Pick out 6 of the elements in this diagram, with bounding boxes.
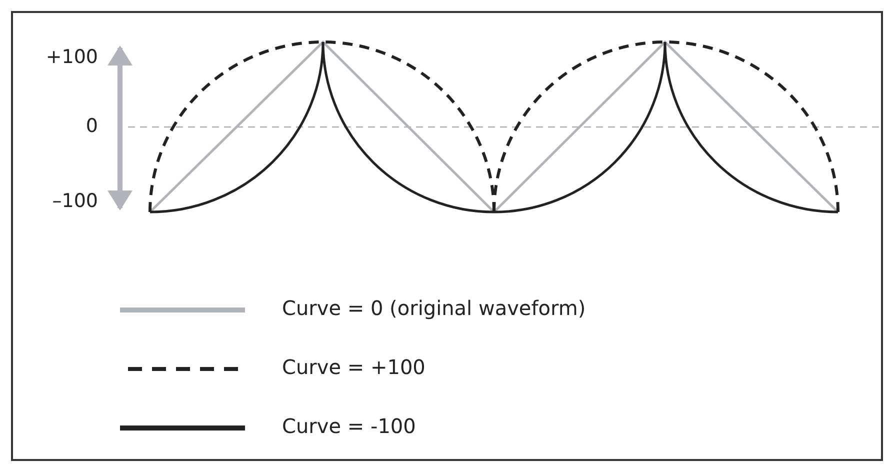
legend-label: Curve = +100 bbox=[282, 357, 426, 377]
axis-label: +100 bbox=[46, 48, 98, 67]
axis-label: –100 bbox=[52, 192, 98, 211]
legend-label: Curve = 0 (original waveform) bbox=[282, 298, 586, 318]
legend-label: Curve = -100 bbox=[282, 416, 416, 436]
axis-label: 0 bbox=[86, 117, 98, 136]
